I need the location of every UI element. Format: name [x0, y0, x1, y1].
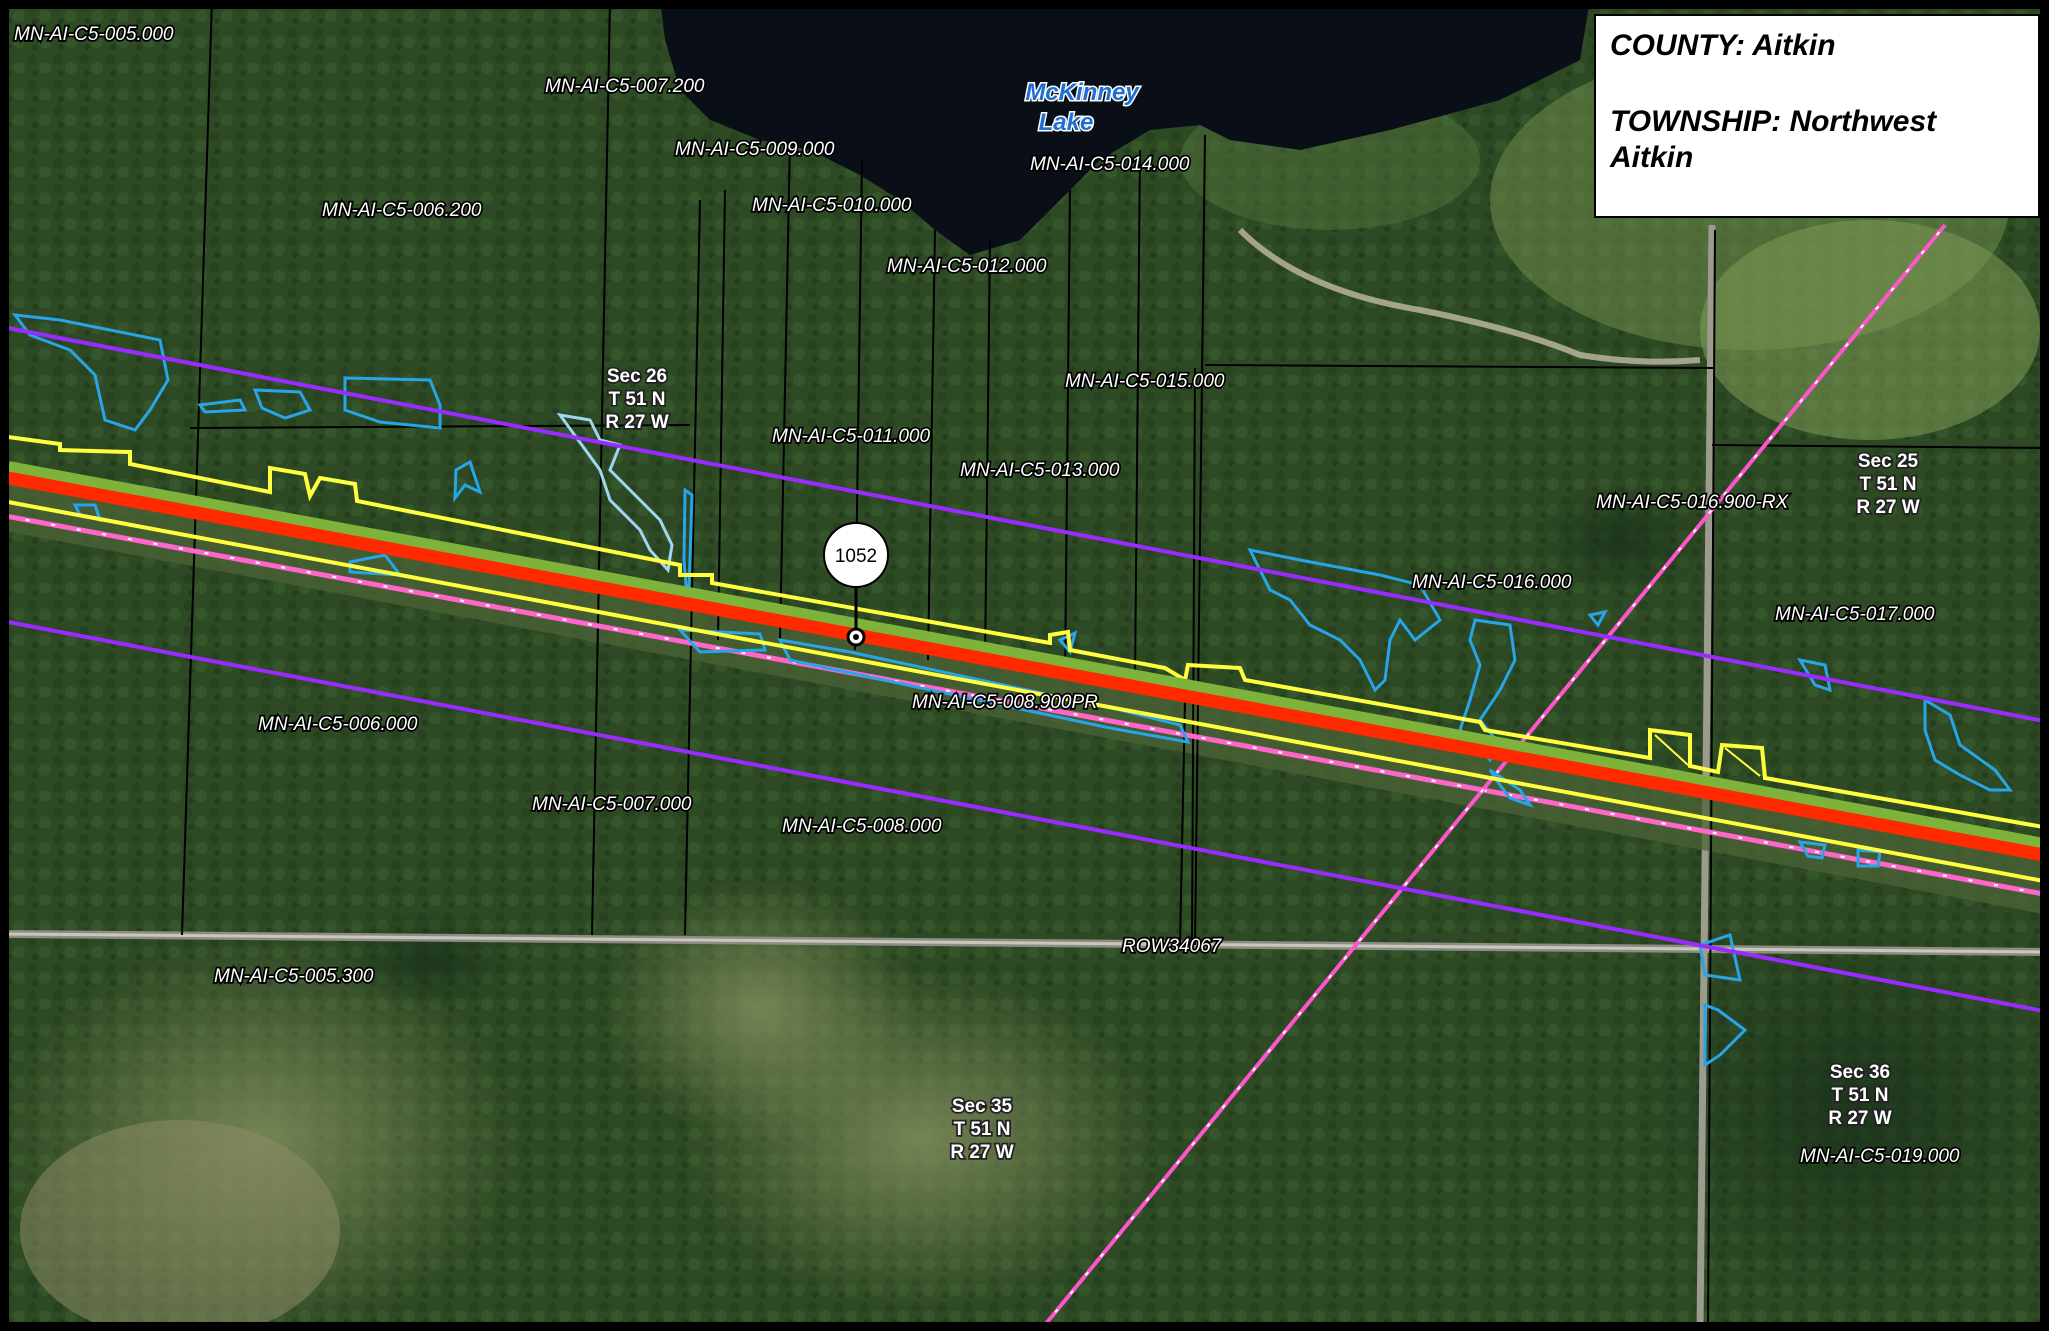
parcel-label: MN-AI-C5-008.900PR	[912, 692, 1098, 713]
pipeline-centerline	[6, 471, 2049, 863]
county-label: COUNTY: Aitkin	[1610, 29, 1836, 62]
section-label: R 27 W	[950, 1142, 1013, 1163]
parcel-label: MN-AI-C5-005.300	[214, 966, 374, 987]
parcel-label: MN-AI-C5-015.000	[1065, 371, 1225, 392]
section-labels: Sec 26 T 51 N R 27 W Sec 25 T 51 N R 27 …	[604, 364, 1922, 1165]
section-label: T 51 N	[1831, 1085, 1888, 1106]
section-label: T 51 N	[953, 1119, 1010, 1140]
section-label: Sec 35	[952, 1096, 1013, 1117]
svg-text:McKinney: McKinney	[1025, 79, 1140, 106]
section-label: R 27 W	[605, 412, 668, 433]
township-label: TOWNSHIP: Northwest	[1610, 105, 1937, 138]
pipeline-buffer	[6, 461, 2049, 857]
township-label-cont: Aitkin	[1610, 141, 1694, 174]
parcel-label: MN-AI-C5-017.000	[1775, 604, 1935, 625]
parcel-label: MN-AI-C5-013.000	[960, 460, 1120, 481]
parcel-label: MN-AI-C5-007.000	[532, 794, 692, 815]
parcel-label: MN-AI-C5-006.200	[322, 200, 482, 221]
lake-label: McKinney Lake	[1024, 78, 1142, 138]
parcel-labels: MN-AI-C5-005.000 MN-AI-C5-007.200 MN-AI-…	[12, 22, 1961, 1169]
parcel-label: MN-AI-C5-019.000	[1800, 1146, 1960, 1167]
parcel-label: MN-AI-C5-016.000	[1412, 572, 1572, 593]
section-label: T 51 N	[608, 389, 665, 410]
milepost-marker-label: 1052	[835, 546, 877, 567]
parcel-label: MN-AI-C5-012.000	[887, 256, 1047, 277]
parcel-boundaries	[181, 0, 2049, 1331]
section-label: T 51 N	[1859, 474, 1916, 495]
location-info-box: COUNTY: Aitkin TOWNSHIP: Northwest Aitki…	[1594, 14, 2040, 218]
road-label: ROW34067	[1122, 936, 1223, 957]
section-label: Sec 26	[607, 366, 667, 387]
parcel-label: MN-AI-C5-006.000	[258, 714, 418, 735]
mckinney-lake	[660, 0, 1590, 255]
survey-corridor	[7, 326, 2049, 1014]
section-label: Sec 25	[1858, 451, 1919, 472]
parcel-label: MN-AI-C5-014.000	[1030, 154, 1190, 175]
parcel-label: MN-AI-C5-011.000	[772, 426, 930, 447]
parcel-label: MN-AI-C5-010.000	[752, 195, 912, 216]
section-label: R 27 W	[1856, 497, 1919, 518]
section-label: Sec 36	[1830, 1062, 1890, 1083]
railroad-line	[0, 512, 2049, 898]
workspace-buffer	[7, 435, 2049, 884]
svg-text:Lake: Lake	[1039, 109, 1094, 136]
parcel-label: MN-AI-C5-008.000	[782, 816, 942, 837]
parcel-label: MN-AI-C5-005.000	[14, 24, 174, 45]
parcel-label: MN-AI-C5-007.200	[545, 76, 705, 97]
parcel-label: MN-AI-C5-009.000	[675, 139, 835, 160]
milepost-marker[interactable]: 1052	[823, 522, 889, 647]
section-label: R 27 W	[1828, 1108, 1891, 1129]
parcel-label: MN-AI-C5-016.900-RX	[1596, 492, 1789, 513]
